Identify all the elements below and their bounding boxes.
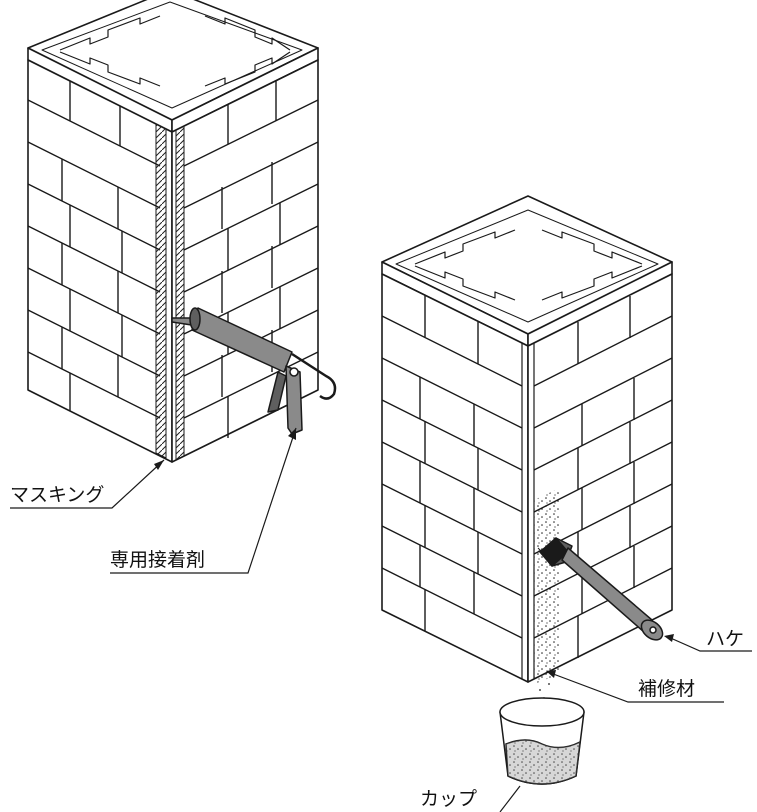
caulking-gun: [171, 307, 337, 435]
label-cup: カップ: [420, 788, 478, 810]
brush: [537, 537, 664, 641]
label-masking: マスキング: [10, 484, 105, 506]
right-brick-pillar: [381, 195, 673, 684]
label-repair-material: 補修材: [638, 678, 696, 700]
label-brush: ハケ: [706, 628, 745, 650]
cup: [499, 683, 585, 785]
label-adhesive: 専用接着剤: [110, 549, 206, 571]
